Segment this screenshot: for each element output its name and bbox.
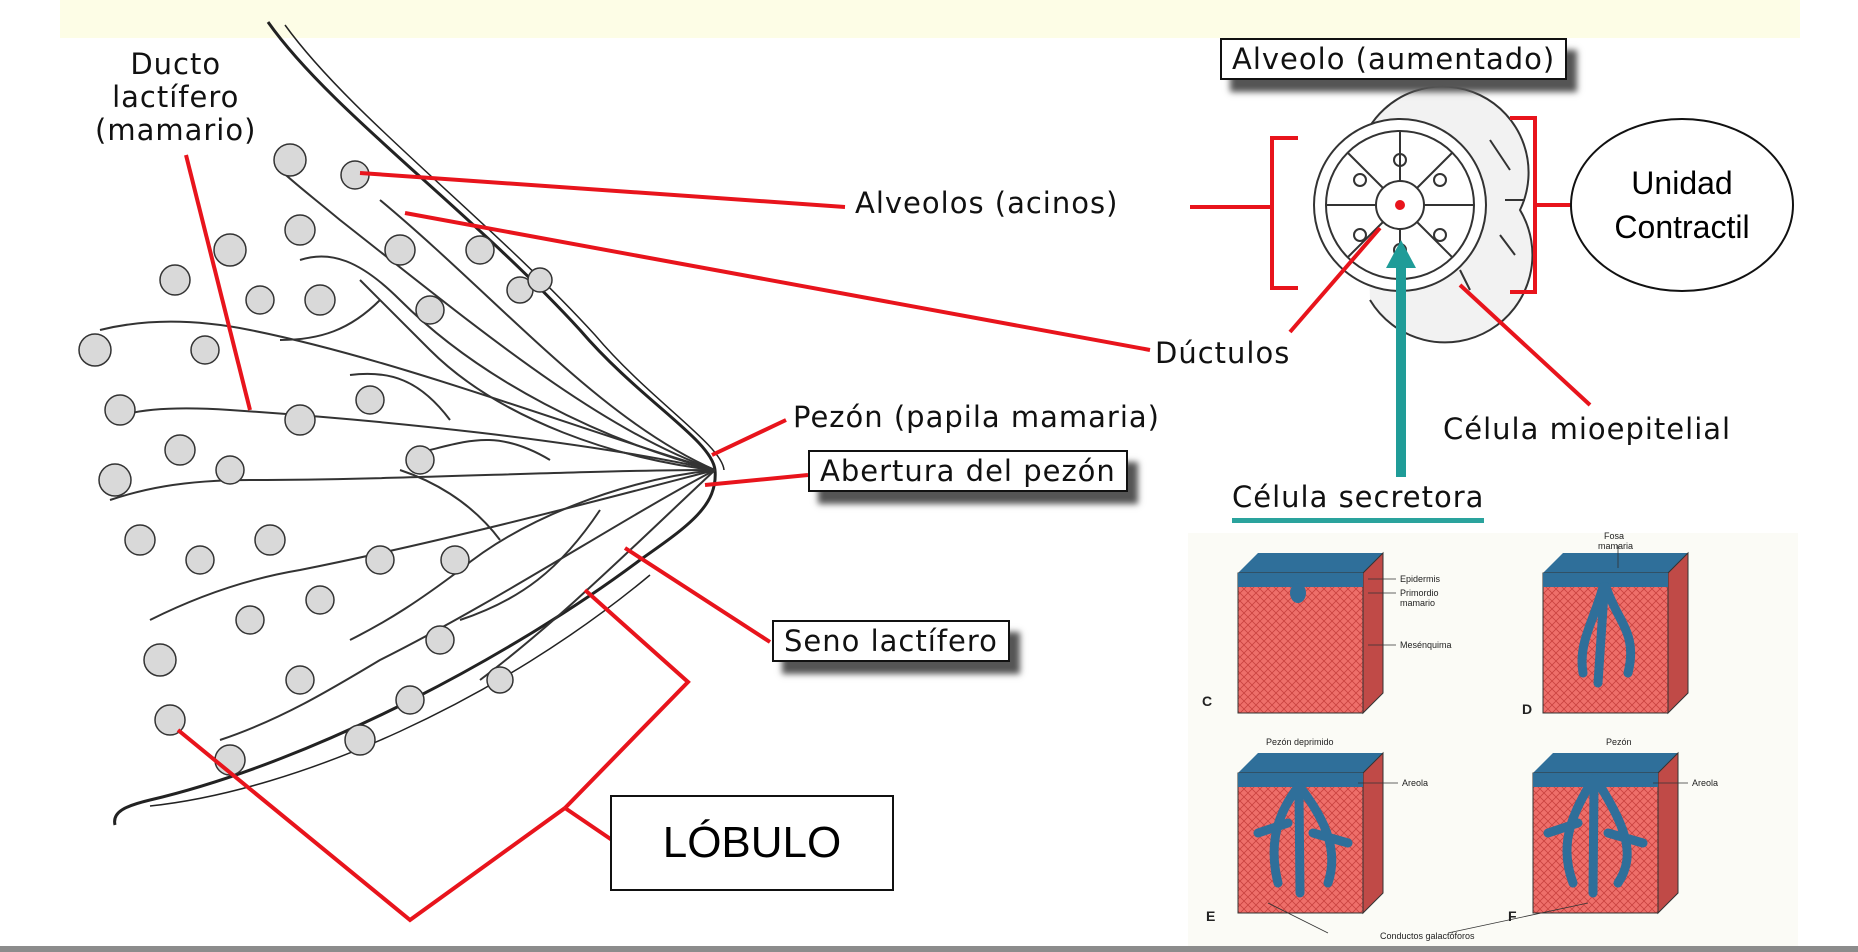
- bottom-divider: [0, 946, 1858, 952]
- stage-f-letter: F: [1508, 908, 1517, 924]
- conductos-text: Conductos galactóforos: [1380, 931, 1475, 941]
- e-pezon-deprimido-text: Pezón deprimido: [1266, 737, 1334, 747]
- ductulos-label: Dúctulos: [1155, 336, 1290, 370]
- stage-f-block: [1533, 753, 1678, 913]
- f-areola-text: Areola: [1692, 778, 1718, 788]
- ducto-label: Ducto lactífero (mamario): [95, 48, 256, 147]
- f-pezon-text: Pezón: [1606, 737, 1632, 747]
- unidad-contractil-label: Unidad Contractil: [1570, 118, 1794, 292]
- alveolos-acinos-label: Alveolos (acinos): [855, 186, 1118, 220]
- alveolus-enlarged: [1314, 86, 1532, 342]
- abertura-label: Abertura del pezón: [808, 450, 1128, 492]
- stage-d-block: [1543, 553, 1688, 713]
- c-primordio-text: Primordio: [1400, 588, 1439, 598]
- pezon-label: Pezón (papila mamaria): [793, 400, 1160, 434]
- c-epidermis-text: Epidermis: [1400, 574, 1440, 584]
- lobulo-label: LÓBULO: [610, 795, 894, 891]
- celula-secretora-label: Célula secretora: [1232, 480, 1484, 523]
- unidad-line-2: Contractil: [1614, 205, 1749, 249]
- d-mamaria-text: mamaria: [1598, 541, 1633, 551]
- embryo-development-panel: C D E F Epidermis Primordio mamario Mesé…: [1188, 533, 1798, 946]
- stage-e-letter: E: [1206, 908, 1215, 924]
- e-areola-text: Areola: [1402, 778, 1428, 788]
- d-fosa-text: Fosa: [1604, 531, 1624, 541]
- c-mesenquima-text: Mesénquima: [1400, 640, 1452, 650]
- c-mamario-text: mamario: [1400, 598, 1435, 608]
- stage-c-block: [1238, 553, 1383, 713]
- stage-c-letter: C: [1202, 693, 1212, 709]
- ducto-line-1: Ducto: [95, 48, 256, 81]
- ducto-line-3: (mamario): [95, 114, 256, 147]
- unidad-line-1: Unidad: [1614, 161, 1749, 205]
- celula-mioepitelial-label: Célula mioepitelial: [1443, 412, 1731, 446]
- stage-d-letter: D: [1522, 701, 1532, 717]
- alveolo-aumentado-label: Alveolo (aumentado): [1220, 38, 1567, 80]
- seno-lactifero-label: Seno lactífero: [772, 620, 1010, 662]
- ducto-line-2: lactífero: [95, 81, 256, 114]
- stage-e-block: [1238, 753, 1383, 913]
